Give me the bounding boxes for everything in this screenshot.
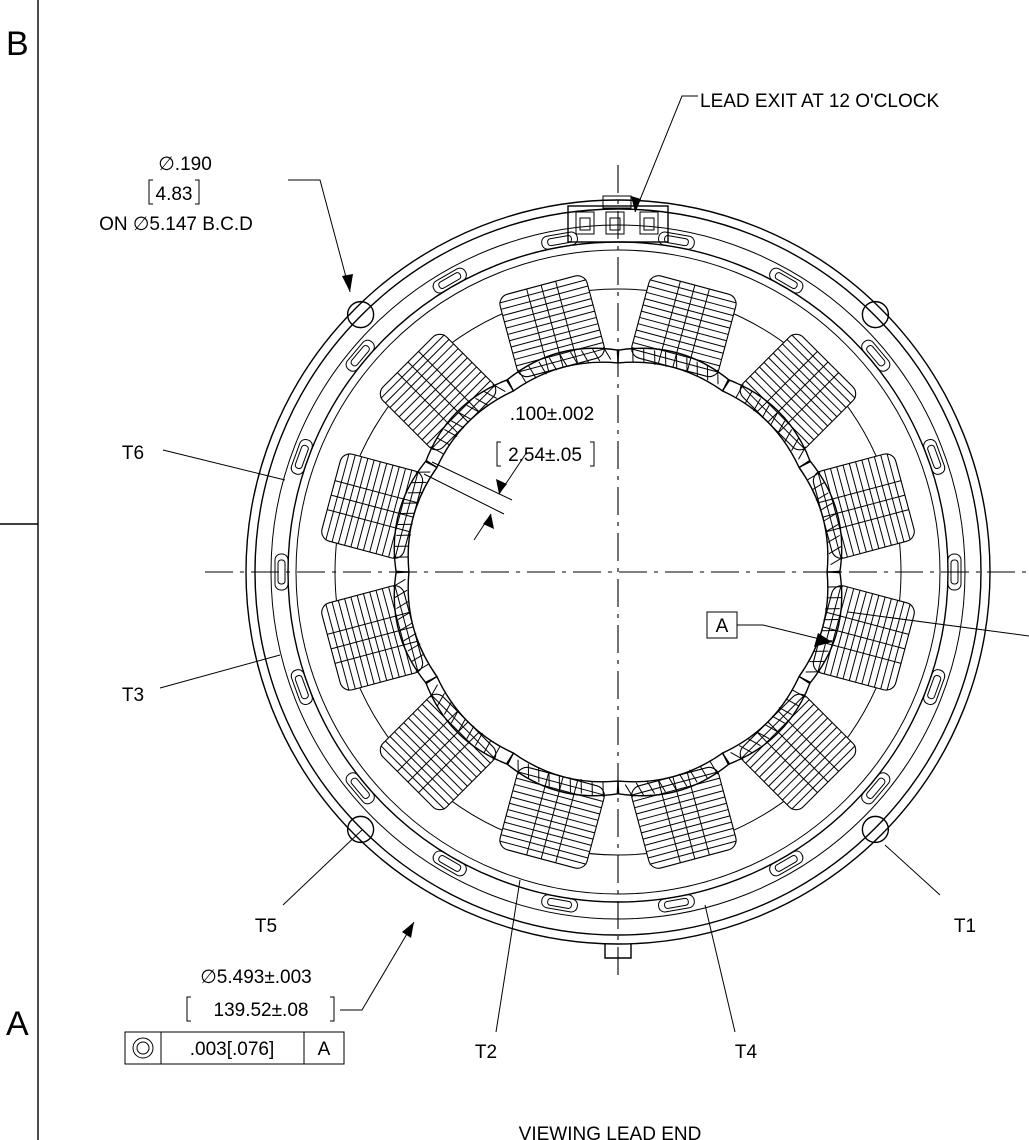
lead-label-t2: T2 [475, 1042, 497, 1063]
housing-slot [658, 894, 695, 913]
housing-slot [861, 772, 891, 805]
gap-dim-mm-brackets [496, 441, 595, 467]
coil-winding [631, 766, 737, 869]
housing-slot [274, 553, 289, 591]
coil-winding [739, 333, 857, 451]
datum-feature-symbol [706, 611, 1029, 647]
bolt-hole [346, 815, 375, 844]
housing-slot [541, 231, 578, 250]
housing-slot [345, 339, 375, 372]
stator-windings [321, 275, 915, 869]
coil-winding [321, 585, 424, 691]
bolt-circle-diameter: ON ∅5.147 B.C.D [99, 214, 253, 235]
lead-label-t4: T4 [735, 1042, 758, 1063]
housing-slot [769, 850, 804, 877]
fcf-tolerance: .003[.076] [190, 1039, 275, 1060]
coil-winding [631, 275, 737, 378]
housing-notch [604, 944, 632, 959]
lead-connector [567, 195, 669, 243]
bolt-hole [861, 815, 890, 844]
gap-dim-inch: .100±.002 [510, 404, 594, 425]
outer-diameter-callout [340, 921, 415, 1011]
lead-label-t5: T5 [255, 916, 277, 937]
lead-exit-note: LEAD EXIT AT 12 O'CLOCK [700, 91, 939, 112]
housing-slot [769, 267, 804, 294]
outer-diameter-mm-brackets [186, 996, 335, 1022]
coil-winding [379, 333, 497, 451]
bolt-hole-diameter-in: ∅.190 [158, 154, 212, 175]
pole-shoe [392, 570, 438, 685]
housing-slot [923, 669, 946, 706]
gap-dim-mm: 2.54±.05 [508, 445, 582, 466]
coil-winding [379, 693, 497, 811]
housing-slot [947, 553, 962, 591]
fcf-datum: A [318, 1039, 331, 1060]
coil-winding [812, 585, 915, 691]
lead-label-t1: T1 [954, 916, 976, 937]
housing-slot [658, 231, 695, 250]
housing-slot [345, 772, 375, 805]
lead-label-t6: T6 [122, 443, 144, 464]
bolt-holes [346, 300, 890, 844]
housing-slot [861, 339, 891, 372]
coil-winding [321, 453, 424, 559]
datum-label: A [716, 616, 729, 637]
housing-slot [432, 267, 467, 294]
view-label: VIEWING LEAD END [519, 1124, 702, 1140]
bolt-hole-diameter-mm: 4.83 [156, 184, 193, 205]
housing-slot [541, 894, 578, 913]
outer-diameter-mm: 139.52±.08 [214, 1000, 309, 1021]
bolt-hole-callout [288, 179, 353, 293]
concentricity-icon [132, 1037, 154, 1059]
zone-a-label: A [6, 1005, 29, 1043]
zone-b-label: B [6, 25, 29, 63]
bolt-hole [861, 300, 890, 329]
gap-dimension-lines [423, 451, 528, 541]
housing-slot [432, 850, 467, 877]
lead-exit-callout [631, 95, 698, 213]
coil-winding [812, 453, 915, 559]
lead-leaders [159, 449, 941, 1033]
housing-slot [290, 438, 313, 475]
housing-slot [923, 438, 946, 475]
feature-control-frame [124, 1031, 345, 1065]
bolt-hole-mm-brackets [148, 179, 200, 205]
pole-shoes [392, 346, 844, 798]
housing-slots [274, 231, 962, 913]
pole-shoe [505, 346, 620, 392]
lead-label-t3: T3 [122, 685, 144, 706]
outer-housing [245, 199, 991, 945]
bolt-hole [346, 300, 375, 329]
outer-diameter-in: ∅5.493±.003 [200, 967, 312, 988]
housing-slot [290, 669, 313, 706]
